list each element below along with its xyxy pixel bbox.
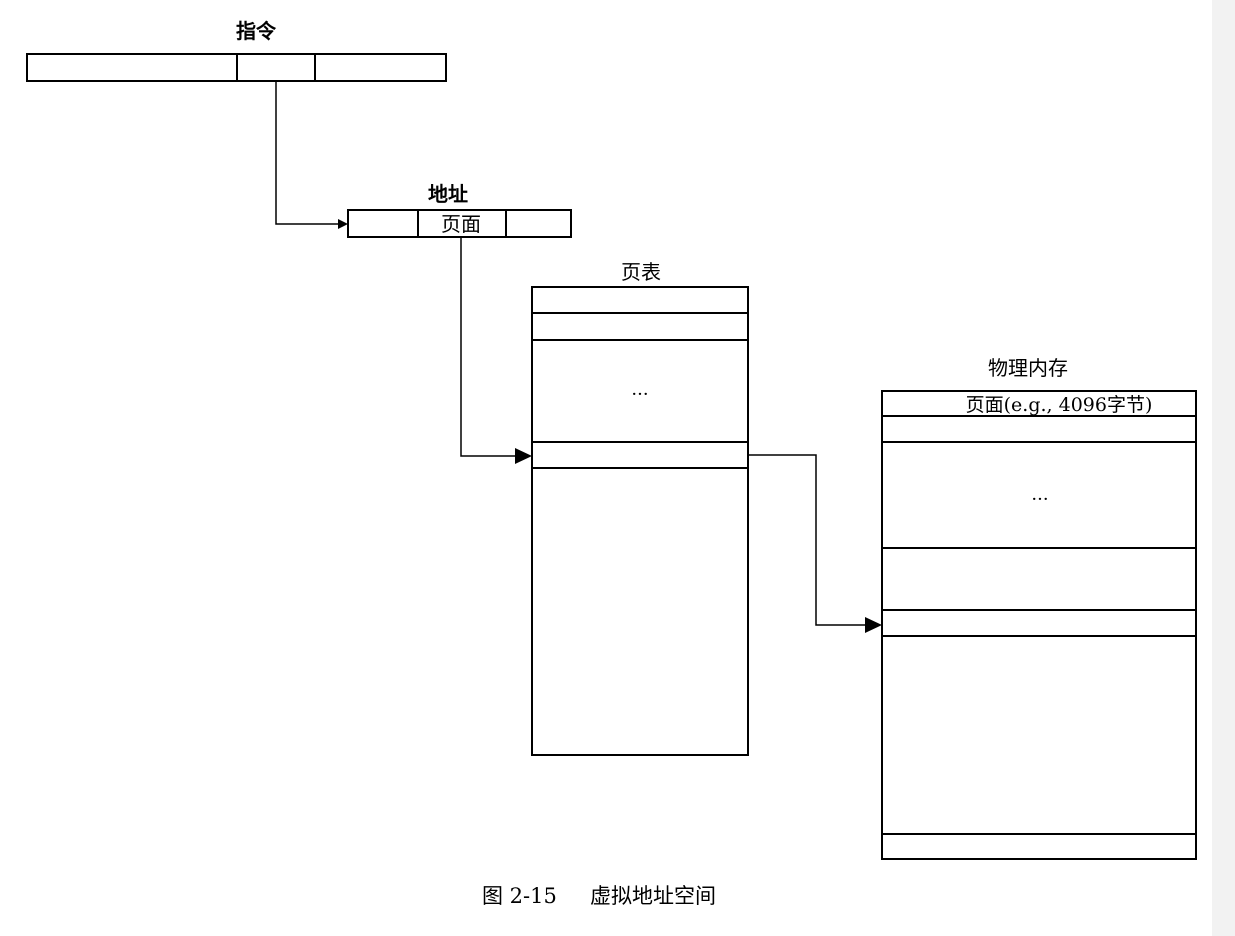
page-table-box: [531, 286, 749, 756]
figure-number: 图 2-15: [482, 884, 557, 908]
instruction-label: 指令: [236, 19, 277, 43]
instruction-to-address-arrow: [275, 81, 348, 229]
address-box: [347, 209, 572, 238]
physical-memory-box: [881, 390, 1197, 860]
physical-memory-page-size-label: 页面(e.g., 4096字节): [966, 394, 1153, 416]
address-label: 地址: [428, 182, 468, 206]
physical-memory-label: 物理内存: [988, 356, 1068, 380]
instruction-box: [26, 53, 447, 82]
page-table-ellipsis: ···: [631, 384, 648, 405]
page-table-to-memory-arrow: [748, 454, 882, 633]
figure-title: 虚拟地址空间: [590, 884, 716, 908]
page-edge-shading: [1212, 0, 1235, 936]
address-to-page-table-arrow: [460, 237, 532, 464]
page-table-label: 页表: [621, 260, 661, 284]
address-page-field-label: 页面: [441, 212, 481, 236]
physical-memory-ellipsis: ···: [1031, 489, 1048, 510]
